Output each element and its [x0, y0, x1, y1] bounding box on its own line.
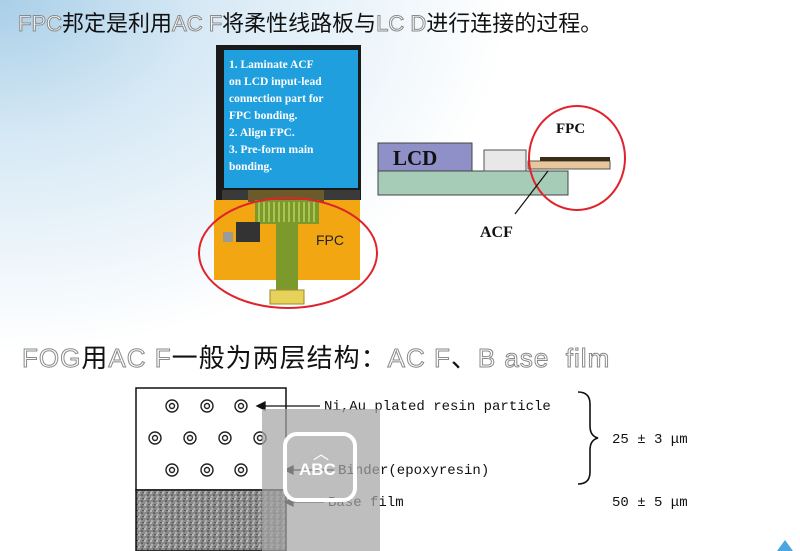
title-text-3: 进行连接的过程。 [426, 12, 603, 37]
slide-title: FPC邦定是利用AC F将柔性线路板与LC D进行连接的过程。 [18, 6, 603, 38]
conductive-particles [148, 399, 267, 477]
thickness-base: 50 ± 5 μm [612, 495, 688, 511]
title-text-2: 将柔性线路板与 [222, 12, 377, 37]
title-lcd: LC D [376, 11, 427, 37]
ime-text: ABC [299, 460, 336, 479]
panel-line-4: FPC bonding. [229, 110, 298, 122]
base-film-layer [135, 489, 287, 551]
fpc-label-left: FPC [316, 232, 344, 248]
sec-base-film: B ase film [477, 343, 611, 374]
fpc-trace-lines [258, 202, 315, 222]
panel-line-7: bonding. [229, 161, 272, 173]
fpc-tail [276, 224, 298, 294]
title-fpc: FPC [18, 11, 63, 37]
panel-line-6: 3. Pre-form main [229, 144, 314, 156]
glass-substrate [377, 170, 569, 196]
driver-chip [483, 149, 527, 172]
red-circle-left [198, 197, 378, 309]
particle-label: Ni,Au plated resin particle [324, 399, 551, 415]
fpc-connector [269, 289, 305, 305]
title-text-1: 邦定是利用 [62, 12, 173, 37]
lcd-label: LCD [393, 146, 437, 170]
fpc-dark-layer [540, 157, 610, 161]
thickness-brace [577, 391, 599, 485]
sec-acf-2: AC F [387, 343, 451, 374]
ime-badge[interactable]: ︿ ABC [283, 432, 357, 502]
lcd-panel [224, 50, 358, 188]
red-circle-right [528, 105, 626, 211]
sec-acf-1: AC F [108, 343, 172, 374]
corner-triangle-icon [777, 540, 793, 551]
chevron-up-icon: ︿ [313, 446, 330, 463]
thickness-acf: 25 ± 3 μm [612, 432, 688, 448]
fpc-label-right: FPC [556, 121, 585, 137]
fpc-trace-block [255, 200, 319, 224]
sec-text-3: 、 [450, 344, 478, 374]
fpc-ic-chip [223, 222, 260, 242]
panel-line-1: 1. Laminate ACF [229, 59, 314, 71]
panel-line-5: 2. Align FPC. [229, 127, 295, 139]
sec-text-1: 用 [81, 344, 109, 374]
sec-text-2: 一般为两层结构： [171, 344, 388, 374]
section-title: FOG用AC F一般为两层结构：AC F、B ase film [21, 338, 611, 375]
sec-fog: FOG [21, 343, 82, 374]
acf-pointer [514, 170, 549, 215]
title-acf: AC F [172, 11, 223, 37]
panel-line-2: on LCD input-lead [229, 76, 322, 88]
acf-label: ACF [480, 224, 513, 241]
panel-line-3: connection part for [229, 93, 324, 105]
